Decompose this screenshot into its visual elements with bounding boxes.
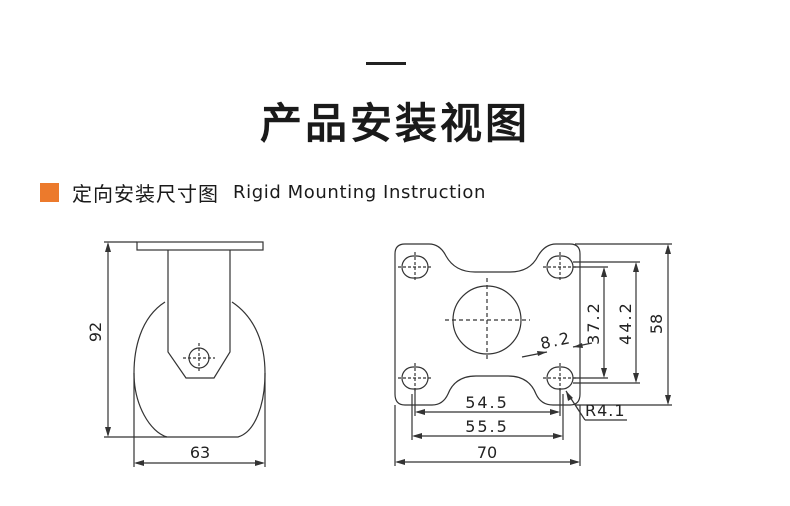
dim-37-2-label: 37.2 <box>584 301 603 345</box>
section-title-cn: 定向安装尺寸图 <box>72 182 219 206</box>
title-dash <box>366 62 406 65</box>
dim-54-5-label: 54.5 <box>465 393 509 412</box>
dim-44-2-label: 44.2 <box>616 301 635 345</box>
section-title-en: Rigid Mounting Instruction <box>233 182 486 203</box>
dim-70-label: 70 <box>477 443 497 462</box>
dim-8-2-label: 8.2 <box>538 328 573 353</box>
plate-outline <box>394 243 581 406</box>
radius-label: R4.1 <box>585 401 626 420</box>
section-marker <box>40 183 59 202</box>
side-view <box>104 241 266 467</box>
page-title: 产品安装视图 <box>259 99 530 148</box>
section-header: 定向安装尺寸图 Rigid Mounting Instruction <box>40 178 486 207</box>
fork-bracket <box>167 250 231 379</box>
dim-55-5-label: 55.5 <box>465 417 509 436</box>
dim-58-label: 58 <box>647 314 666 334</box>
top-view <box>394 243 672 466</box>
side-height-label: 92 <box>86 322 105 342</box>
side-width-label: 63 <box>190 443 210 462</box>
top-plate <box>136 241 264 251</box>
